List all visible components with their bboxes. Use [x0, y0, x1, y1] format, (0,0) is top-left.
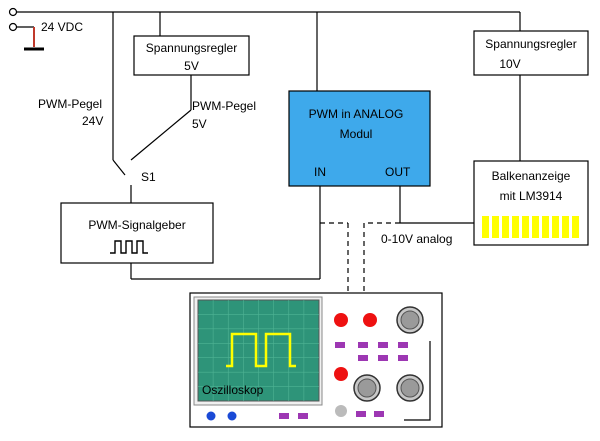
- pwm-module-out-label: OUT: [385, 165, 411, 179]
- bar-segment: [562, 216, 569, 238]
- purple-button-1[interactable]: [335, 342, 345, 348]
- oscilloscope: Oszilloskop: [189, 292, 443, 428]
- wiring: [112, 12, 521, 280]
- bar-segment: [502, 216, 509, 238]
- pwm-module-box: [288, 90, 431, 187]
- supply-terminal-top: [8, 7, 18, 17]
- bar-segment: [522, 216, 529, 238]
- bar-segment: [572, 216, 579, 238]
- regulator-10v-voltage: 10V: [499, 57, 520, 71]
- purple-button-7[interactable]: [398, 355, 408, 361]
- oscilloscope-grid: [198, 300, 319, 401]
- purple-button-11[interactable]: [298, 413, 308, 419]
- oscilloscope-waveform: [226, 332, 296, 368]
- purple-button-6[interactable]: [378, 355, 388, 361]
- purple-button-2[interactable]: [358, 342, 368, 348]
- signal-generator-label: PWM-Signalgeber: [88, 218, 185, 232]
- supply-terminals: 24 VDC: [8, 7, 520, 51]
- large-dial-1[interactable]: [396, 306, 424, 334]
- bar-segment: [492, 216, 499, 238]
- blue-button-2[interactable]: [227, 411, 237, 421]
- oscilloscope-label: Oszilloskop: [202, 383, 264, 397]
- probe-lines: [320, 222, 400, 293]
- switch-label: S1: [141, 170, 156, 184]
- blue-button-1[interactable]: [206, 411, 216, 421]
- supply-voltage-label: 24 VDC: [41, 20, 83, 34]
- large-dial-2[interactable]: [353, 374, 381, 402]
- bar-display-segments: [482, 216, 579, 238]
- bar-segment: [552, 216, 559, 238]
- purple-button-3[interactable]: [378, 342, 388, 348]
- pwm-signal-generator: PWM-Signalgeber: [60, 202, 214, 264]
- grey-button[interactable]: [335, 405, 347, 417]
- large-dial-3[interactable]: [396, 374, 424, 402]
- bar-display: Balkenanzeige mit LM3914: [473, 160, 589, 246]
- pwm-module-title: PWM in ANALOG: [309, 107, 404, 121]
- control-bracket: [404, 341, 431, 421]
- purple-button-4[interactable]: [398, 342, 408, 348]
- purple-button-5[interactable]: [358, 355, 368, 361]
- bar-segment: [482, 216, 489, 238]
- red-knob-3[interactable]: [334, 367, 348, 381]
- purple-button-10[interactable]: [279, 413, 289, 419]
- bar-segment: [512, 216, 519, 238]
- voltage-regulator-10v: Spannungsregler 10V: [473, 30, 589, 76]
- purple-button-8[interactable]: [356, 411, 366, 417]
- bar-segment: [532, 216, 539, 238]
- pwm-waveform-icon: [110, 240, 148, 254]
- bar-segment: [542, 216, 549, 238]
- pwm-level-24v-line1: PWM-Pegel: [38, 97, 102, 111]
- pwm-level-5v-line2: 5V: [192, 117, 207, 131]
- bar-display-chip: mit LM3914: [500, 189, 563, 203]
- regulator-5v-voltage: 5V: [184, 59, 199, 73]
- regulator-10v-title: Spannungsregler: [485, 37, 576, 51]
- regulator-5v-title: Spannungsregler: [146, 41, 237, 55]
- pwm-module-subtitle: Modul: [340, 127, 373, 141]
- red-knob-1[interactable]: [334, 313, 348, 327]
- pwm-level-5v-line1: PWM-Pegel: [192, 99, 256, 113]
- supply-terminal-bottom: [8, 22, 18, 32]
- purple-button-9[interactable]: [374, 411, 384, 417]
- voltage-regulator-5v: Spannungsregler 5V: [133, 35, 250, 76]
- bar-display-title: Balkenanzeige: [492, 169, 571, 183]
- pwm-analog-module: PWM in ANALOG Modul IN OUT: [288, 90, 431, 187]
- pwm-level-24v-line2: 24V: [82, 114, 103, 128]
- red-knob-2[interactable]: [363, 313, 377, 327]
- analog-output-label: 0-10V analog: [381, 232, 452, 246]
- pwm-module-in-label: IN: [314, 165, 326, 179]
